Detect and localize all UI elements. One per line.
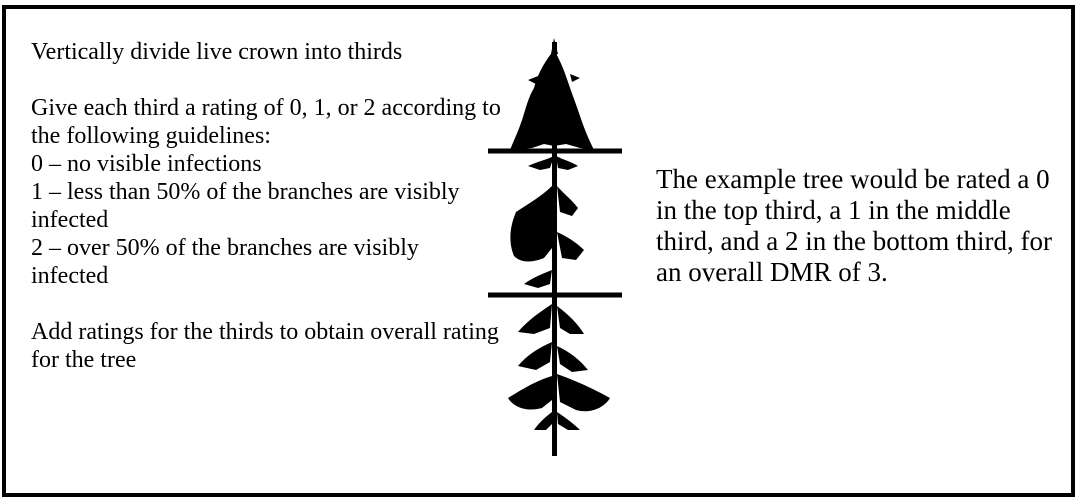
guideline-0-text: 0 – no visible infections (31, 151, 262, 177)
example-panel: The example tree would be rated a 0 in t… (656, 164, 1066, 288)
step-rate-text: Give each third a rating of 0, 1, or 2 a… (31, 95, 501, 149)
instructions-panel: Vertically divide live crown into thirds… (31, 38, 501, 374)
tree-tip (551, 38, 558, 54)
example-text: The example tree would be rated a 0 in t… (656, 164, 1052, 287)
guideline-2-text: 2 – over 50% of the branches are visibly… (31, 235, 419, 289)
middle-third-foliage (528, 156, 554, 170)
tree-illustration (488, 38, 622, 456)
bottom-third-foliage (518, 304, 552, 334)
step-add-text: Add ratings for the thirds to obtain ove… (31, 319, 499, 373)
guideline-1-text: 1 – less than 50% of the branches are vi… (31, 179, 460, 233)
step-divide-text: Vertically divide live crown into thirds (31, 39, 403, 65)
top-third-foliage (510, 50, 594, 150)
tree-trunk (552, 42, 557, 456)
